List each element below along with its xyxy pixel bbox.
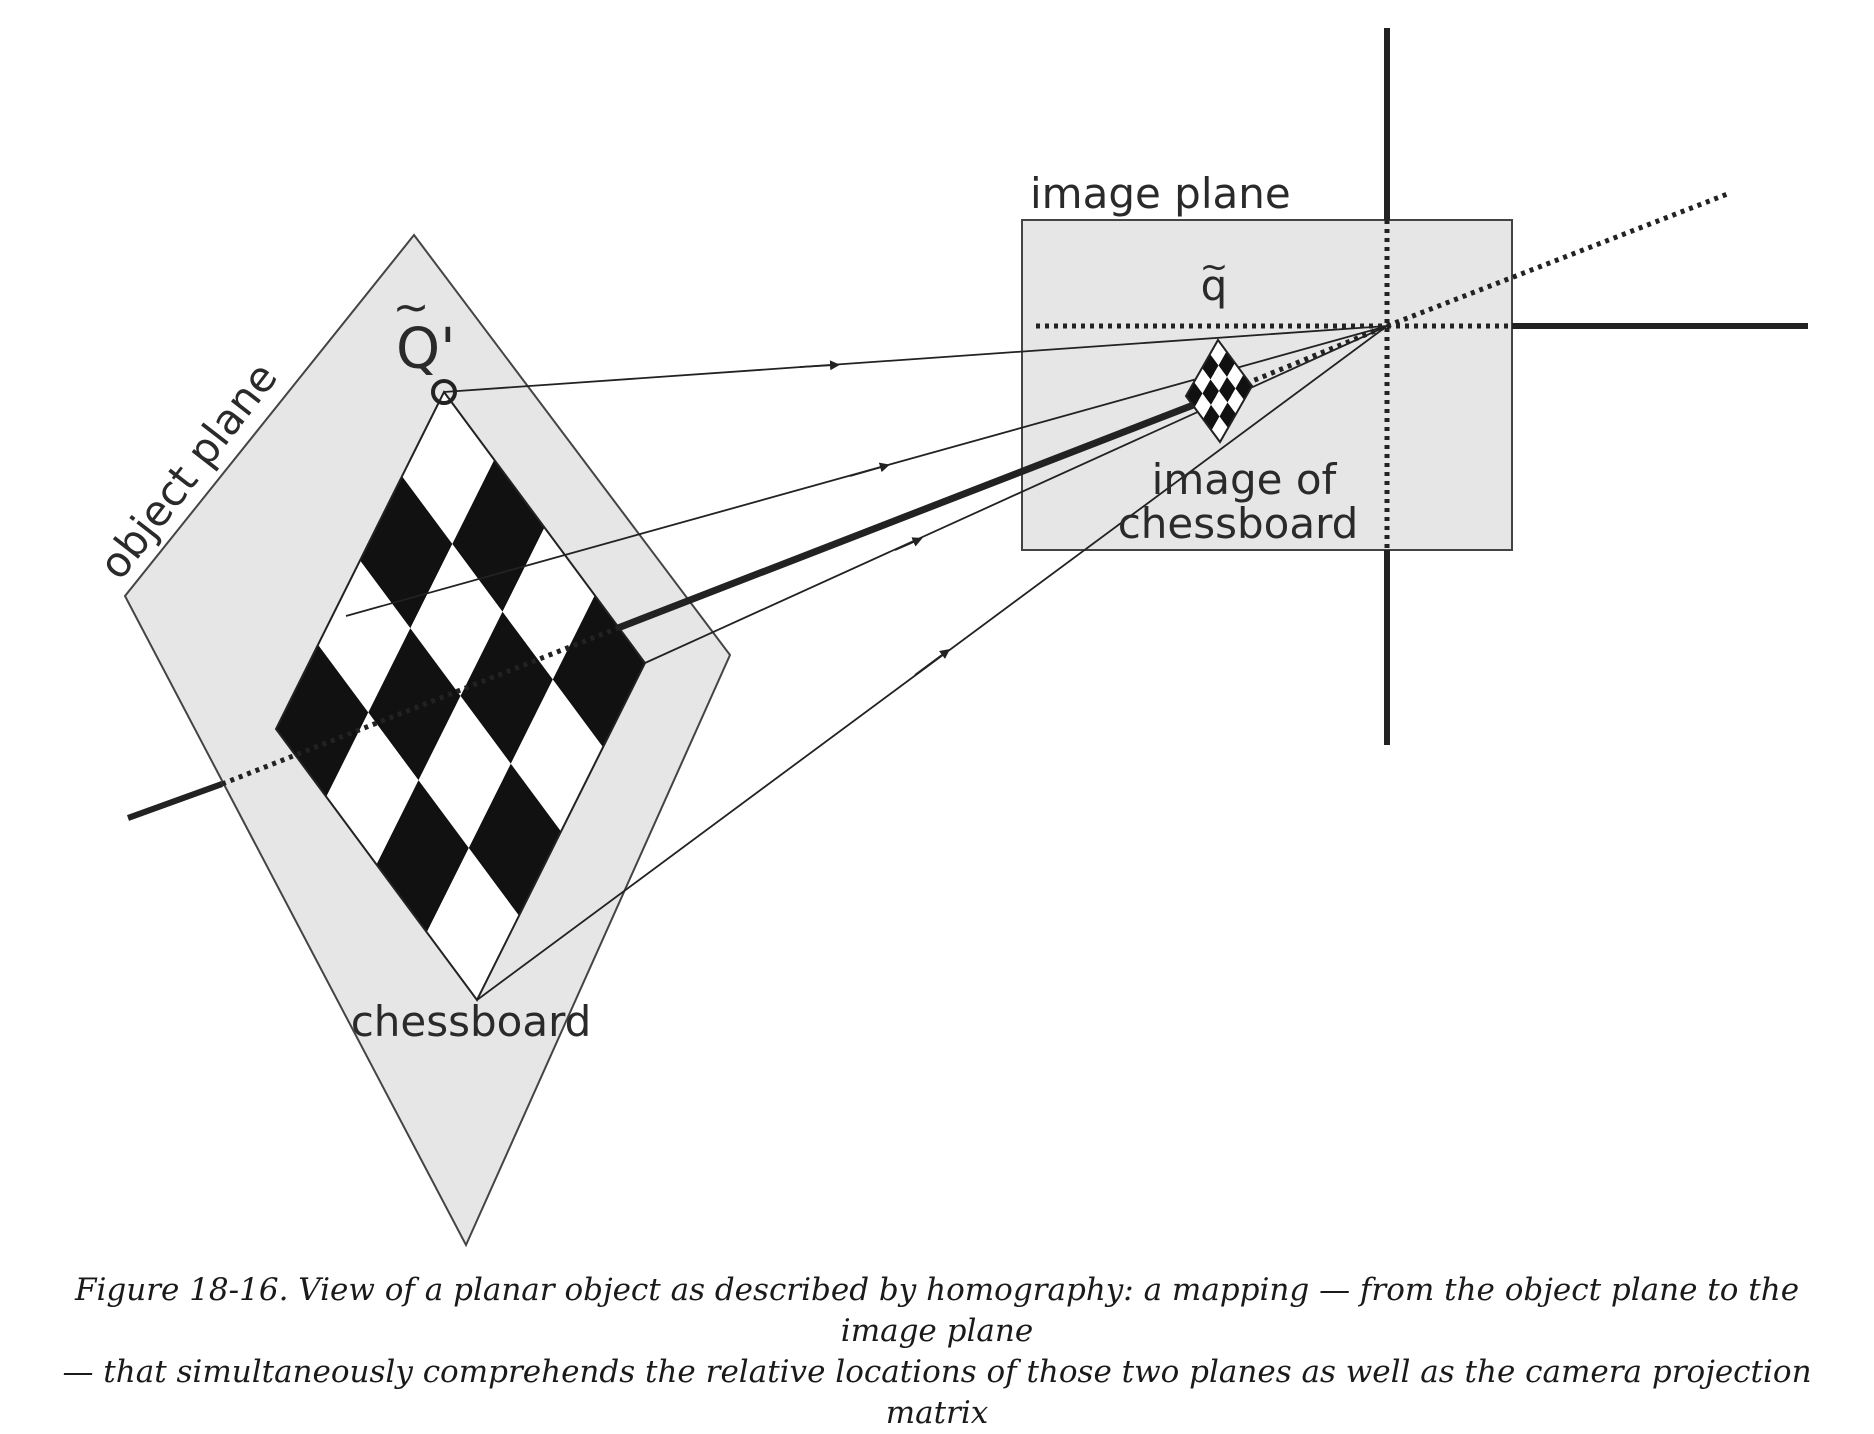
chessboard-square	[1194, 368, 1211, 394]
arrow-left-corner	[849, 462, 890, 477]
chessboard-outline	[1184, 338, 1254, 444]
point-q-prime	[431, 379, 457, 405]
arrow-q-prime	[799, 360, 840, 371]
optical-axis-dotted-extension	[1386, 190, 1731, 329]
chessboard-square	[418, 696, 511, 848]
q-label: q	[1201, 261, 1228, 310]
chessboard-label: chessboard	[351, 997, 592, 1046]
ray-from-right-corner	[644, 325, 1388, 664]
chessboard-square	[468, 763, 561, 916]
caption-line-2: — that simultaneously comprehends the re…	[62, 1354, 1812, 1431]
ray-from-q-prime	[443, 325, 1388, 393]
image-plane-label: image plane	[1030, 169, 1291, 218]
q-prime-label: Q'	[396, 317, 455, 382]
chessboard-square	[368, 628, 461, 781]
optical-axis-solid	[616, 400, 1198, 632]
figure-caption: Figure 18-16. View of a planar object as…	[40, 1270, 1834, 1434]
chessboard-square	[1202, 379, 1219, 405]
chessboard-square	[1227, 388, 1244, 414]
chessboard-square	[1210, 365, 1227, 391]
arrow-right-corner	[894, 537, 923, 551]
optical-axis-left	[126, 781, 224, 821]
chessboard-square	[1219, 377, 1236, 403]
chessboard-square	[1211, 391, 1228, 417]
homography-diagram: object plane image plane ~ Q' ~ q image …	[89, 28, 1808, 1248]
optical-axis-dotted-under-plane	[221, 625, 619, 787]
arrow-bottom-corner	[914, 649, 951, 676]
chessboard-square	[1202, 354, 1219, 380]
caption-line-1: Figure 18-16. View of a planar object as…	[74, 1272, 1800, 1349]
chessboard-square	[410, 544, 503, 696]
image-of-chessboard-label-1: image of	[1152, 455, 1338, 504]
q-tilde-mark: ~	[1200, 247, 1229, 287]
chessboard-square	[460, 611, 553, 764]
image-of-chessboard	[1184, 338, 1254, 444]
chessboard-square	[1219, 402, 1236, 428]
q-prime-tilde: ~	[393, 282, 430, 333]
optical-axis-dotted-to-center	[1195, 323, 1388, 407]
chessboard	[274, 390, 647, 1002]
image-plane	[1021, 219, 1513, 551]
image-of-chessboard-label-2: chessboard	[1118, 499, 1359, 548]
